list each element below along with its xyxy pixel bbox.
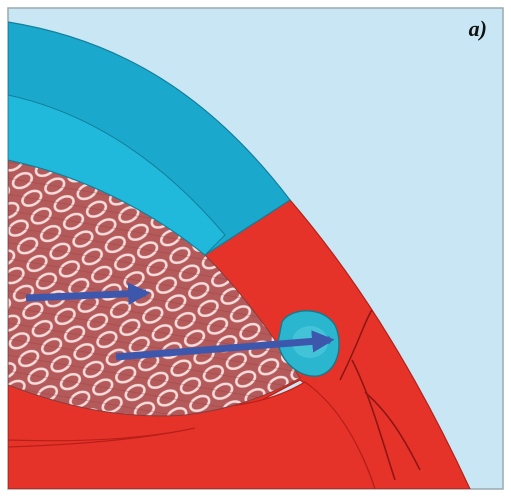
panel-label: a) — [469, 16, 487, 42]
flow-arrow — [26, 293, 146, 298]
